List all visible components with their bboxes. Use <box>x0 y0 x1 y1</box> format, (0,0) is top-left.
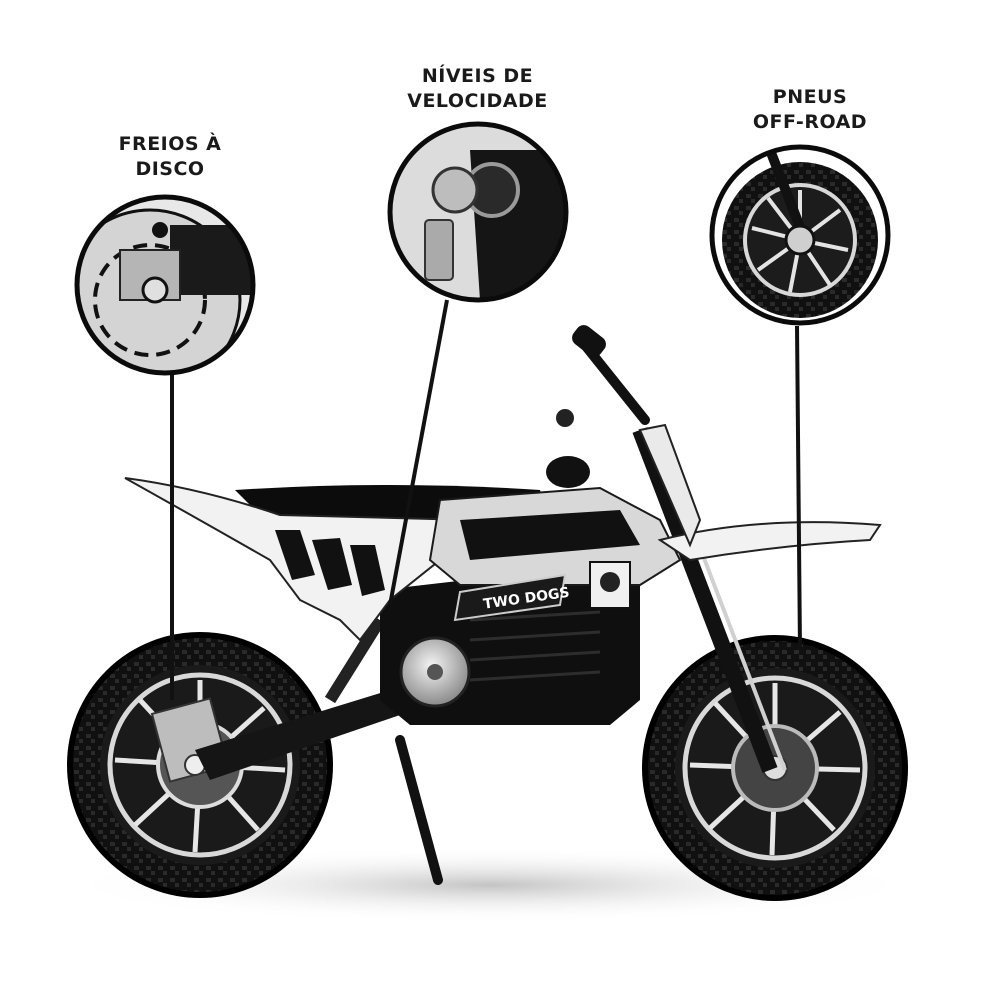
front-plate <box>638 423 702 548</box>
tires-leader-line <box>795 325 802 651</box>
tires-callout-label: PNEUS OFF-ROAD <box>735 85 885 135</box>
brakes-label-line1: FREIOS À <box>118 133 222 155</box>
tires-label-line2: OFF-ROAD <box>752 111 868 133</box>
handlebar-grip <box>572 325 606 357</box>
handlebar <box>580 340 650 425</box>
speed-label-line2: VELOCIDADE <box>407 90 548 112</box>
tires-callout-image <box>709 144 891 326</box>
brakes-callout-label: FREIOS À DISCO <box>100 132 240 182</box>
tank-cap <box>546 456 590 488</box>
speed-callout-image <box>387 121 569 303</box>
swingarm <box>195 690 400 780</box>
tires-label-line1: PNEUS <box>772 86 848 108</box>
kickstand <box>395 735 443 885</box>
rear-shock <box>324 616 386 704</box>
front-fork <box>632 427 778 773</box>
rear-wheel <box>67 632 333 898</box>
brakes-label-line2: DISCO <box>135 158 205 180</box>
speed-leader-line <box>388 299 449 606</box>
speed-label-line1: NÍVEIS DE <box>421 65 534 87</box>
speed-callout-label: NÍVEIS DE VELOCIDADE <box>390 64 565 114</box>
ignition-key <box>556 409 574 427</box>
front-fender <box>657 521 882 562</box>
brakes-callout-image <box>74 194 256 376</box>
